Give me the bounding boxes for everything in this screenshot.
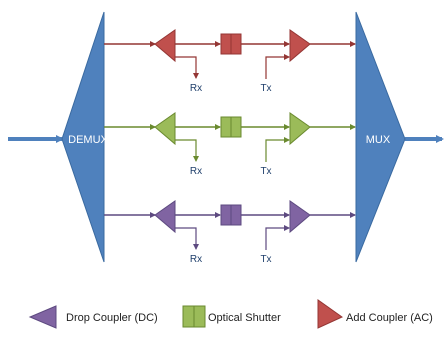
tx-label: Tx: [260, 166, 271, 177]
legend-drop-coupler-icon: [28, 305, 57, 329]
demux-block: [61, 11, 105, 263]
drop-coupler-icon: [154, 29, 176, 63]
add-coupler-icon: [289, 112, 311, 146]
legend-add-coupler-icon: [317, 299, 343, 329]
rx-label: Rx: [190, 254, 202, 265]
optical-shutter-left-icon: [220, 33, 232, 55]
rx-label: Rx: [190, 83, 202, 94]
legend-add-label: Add Coupler (AC): [346, 312, 433, 324]
tx-label: Tx: [260, 83, 271, 94]
legend-drop-label: Drop Coupler (DC): [66, 312, 158, 324]
rx-drop-path: [175, 227, 199, 250]
tx-add-path: [265, 54, 290, 79]
drop-coupler-icon: [154, 112, 176, 146]
legend-optical-shutter-icon: [182, 305, 206, 328]
tx-add-path: [265, 137, 290, 162]
rx-drop-path: [175, 56, 199, 79]
legend-shutter-label: Optical Shutter: [208, 312, 281, 324]
demux-label: DEMUX: [68, 134, 108, 146]
add-coupler-icon: [289, 200, 311, 234]
optical-shutter-right-icon: [230, 116, 242, 138]
optical-shutter-left-icon: [220, 116, 232, 138]
mux-label: MUX: [366, 134, 391, 146]
optical-shutter-right-icon: [230, 33, 242, 55]
legend: Drop Coupler (DC) Optical Shutter Add Co…: [28, 299, 433, 329]
optical-shutter-right-icon: [230, 204, 242, 226]
rx-drop-path: [175, 139, 199, 162]
optical-shutter-left-icon: [220, 204, 232, 226]
add-coupler-icon: [289, 29, 311, 63]
channel-row-3: Rx Tx: [104, 200, 356, 265]
tx-add-path: [265, 225, 290, 250]
mux-block: [355, 11, 406, 263]
channel-row-2: Rx Tx: [104, 112, 356, 177]
channel-row-1: Rx Tx: [104, 29, 356, 94]
tx-label: Tx: [260, 254, 271, 265]
rx-label: Rx: [190, 166, 202, 177]
drop-coupler-icon: [154, 200, 176, 234]
